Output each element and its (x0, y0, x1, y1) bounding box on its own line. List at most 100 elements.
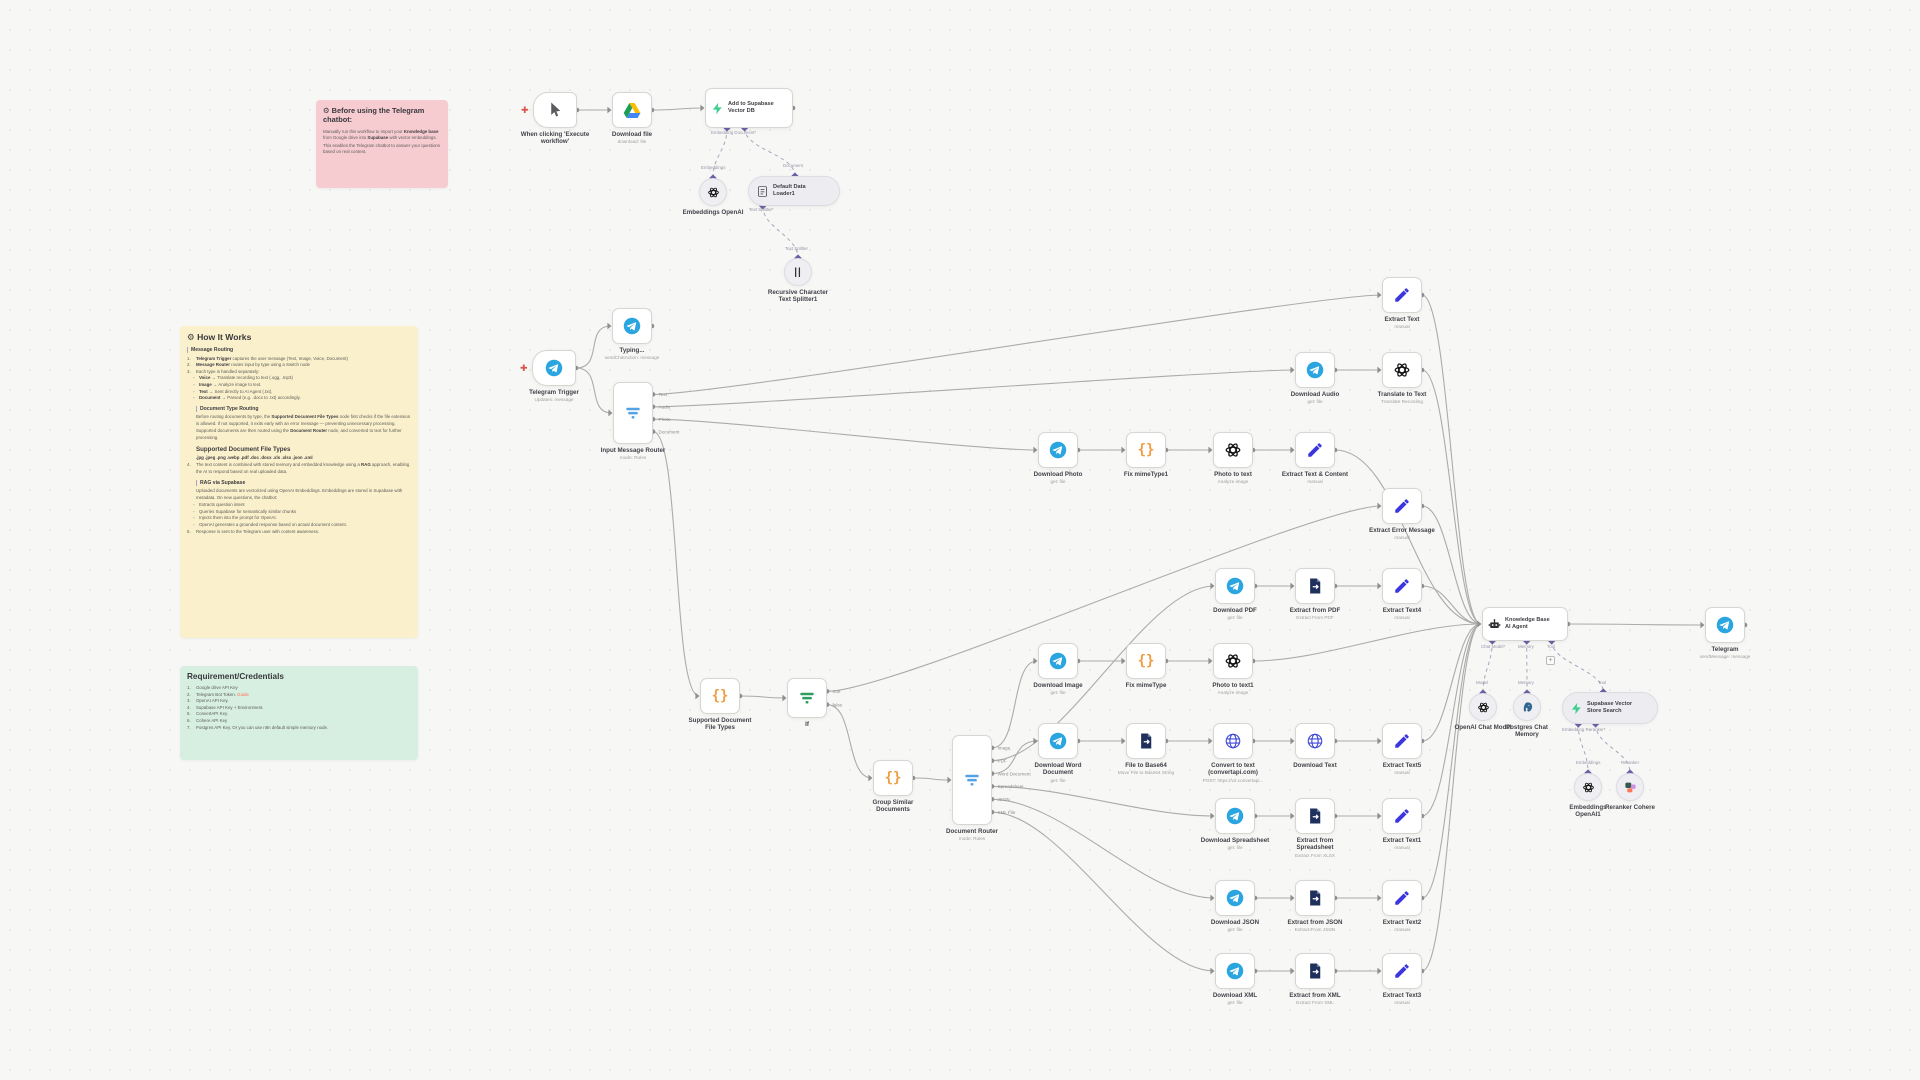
connection[interactable] (652, 418, 1038, 451)
data-loader[interactable]: Default Data Loader1 (748, 176, 840, 206)
input-port[interactable] (1033, 657, 1038, 665)
photo-to-text1[interactable] (1213, 643, 1253, 679)
input-port[interactable] (1377, 366, 1382, 374)
download-photo[interactable] (1038, 432, 1078, 468)
input-port[interactable] (1377, 894, 1382, 902)
input-router[interactable] (613, 382, 653, 444)
connection[interactable] (991, 798, 1215, 899)
ai-connection[interactable] (712, 127, 728, 179)
input-port[interactable] (1208, 446, 1213, 454)
connection[interactable] (652, 369, 1295, 408)
ai-connection[interactable] (1482, 640, 1493, 694)
download-json[interactable] (1215, 880, 1255, 916)
download-audio[interactable] (1295, 352, 1335, 388)
input-port[interactable] (782, 694, 787, 702)
download-pdf[interactable] (1215, 568, 1255, 604)
connection[interactable] (826, 505, 1382, 692)
typing[interactable] (612, 308, 652, 344)
connection[interactable] (652, 294, 1382, 395)
input-port[interactable] (607, 106, 612, 114)
postgres-memory[interactable] (1513, 693, 1541, 721)
input-port[interactable] (695, 692, 700, 700)
group-similar[interactable]: {} (873, 760, 913, 796)
extract-text2[interactable] (1382, 880, 1422, 916)
fix-mime[interactable]: {} (1126, 643, 1166, 679)
connection[interactable] (1252, 623, 1482, 662)
connection[interactable] (1421, 585, 1482, 625)
input-port[interactable] (700, 104, 705, 112)
text-splitter[interactable]: || (784, 258, 812, 286)
add-tool-button[interactable]: + (1546, 656, 1555, 665)
download-image[interactable] (1038, 643, 1078, 679)
extract-text5[interactable] (1382, 723, 1422, 759)
fix-mime1[interactable]: {} (1126, 432, 1166, 468)
connection[interactable] (1334, 449, 1482, 625)
extract-pdf[interactable] (1295, 568, 1335, 604)
input-port[interactable] (1477, 620, 1482, 628)
input-port[interactable] (1210, 894, 1215, 902)
connection[interactable] (991, 740, 1038, 775)
input-port[interactable] (1377, 967, 1382, 975)
connection[interactable] (1421, 623, 1482, 817)
note-link[interactable]: Guide (237, 691, 249, 697)
input-port[interactable] (1210, 967, 1215, 975)
doc-router[interactable] (952, 735, 992, 825)
extract-text3[interactable] (1382, 953, 1422, 989)
connection[interactable] (1421, 369, 1482, 625)
input-port[interactable] (1290, 582, 1295, 590)
input-port[interactable] (1033, 737, 1038, 745)
if-node[interactable] (787, 678, 827, 718)
embeddings-openai[interactable] (699, 178, 727, 206)
extract-json[interactable] (1295, 880, 1335, 916)
input-port[interactable] (1377, 737, 1382, 745)
input-port[interactable] (1377, 502, 1382, 510)
connection[interactable] (1421, 294, 1482, 625)
input-port[interactable] (1290, 894, 1295, 902)
input-port[interactable] (1290, 812, 1295, 820)
connection[interactable] (912, 777, 952, 781)
connection[interactable] (575, 325, 612, 369)
connection[interactable] (991, 585, 1215, 762)
openai-chat[interactable] (1469, 693, 1497, 721)
input-port[interactable] (607, 322, 612, 330)
download-file[interactable] (612, 92, 652, 128)
telegram-out[interactable] (1705, 607, 1745, 643)
input-port[interactable] (1290, 366, 1295, 374)
connection[interactable] (826, 704, 873, 779)
input-port[interactable] (1290, 737, 1295, 745)
exec-trigger[interactable] (533, 92, 577, 128)
supported-doc-types[interactable]: {} (700, 678, 740, 714)
supabase-db[interactable]: Add to Supabase Vector DB (705, 88, 793, 128)
extract-xml[interactable] (1295, 953, 1335, 989)
supabase-search[interactable]: Supabase Vector Store Search (1562, 692, 1658, 724)
input-port[interactable] (1377, 582, 1382, 590)
telegram-trigger[interactable] (532, 350, 576, 386)
photo-to-text[interactable] (1213, 432, 1253, 468)
input-port[interactable] (1290, 967, 1295, 975)
download-xml[interactable] (1215, 953, 1255, 989)
input-port[interactable] (1210, 812, 1215, 820)
download-word[interactable] (1038, 723, 1078, 759)
input-port[interactable] (1121, 446, 1126, 454)
connection[interactable] (1421, 505, 1482, 625)
ai-connection[interactable] (1577, 723, 1589, 774)
convert-text[interactable] (1213, 723, 1253, 759)
extract-text-content[interactable] (1295, 432, 1335, 468)
ai-connection[interactable] (1551, 640, 1604, 693)
extract-text[interactable] (1382, 277, 1422, 313)
connection[interactable] (991, 811, 1215, 972)
input-port[interactable] (1210, 582, 1215, 590)
download-spreadsheet[interactable] (1215, 798, 1255, 834)
embeddings-openai1[interactable] (1574, 773, 1602, 801)
input-port[interactable] (1290, 446, 1295, 454)
input-port[interactable] (1121, 657, 1126, 665)
input-port[interactable] (1377, 291, 1382, 299)
input-port[interactable] (1208, 657, 1213, 665)
input-port[interactable] (1208, 737, 1213, 745)
connection[interactable] (651, 107, 705, 111)
input-port[interactable] (1700, 621, 1705, 629)
connection[interactable] (1421, 623, 1482, 742)
file-base64[interactable] (1126, 723, 1166, 759)
